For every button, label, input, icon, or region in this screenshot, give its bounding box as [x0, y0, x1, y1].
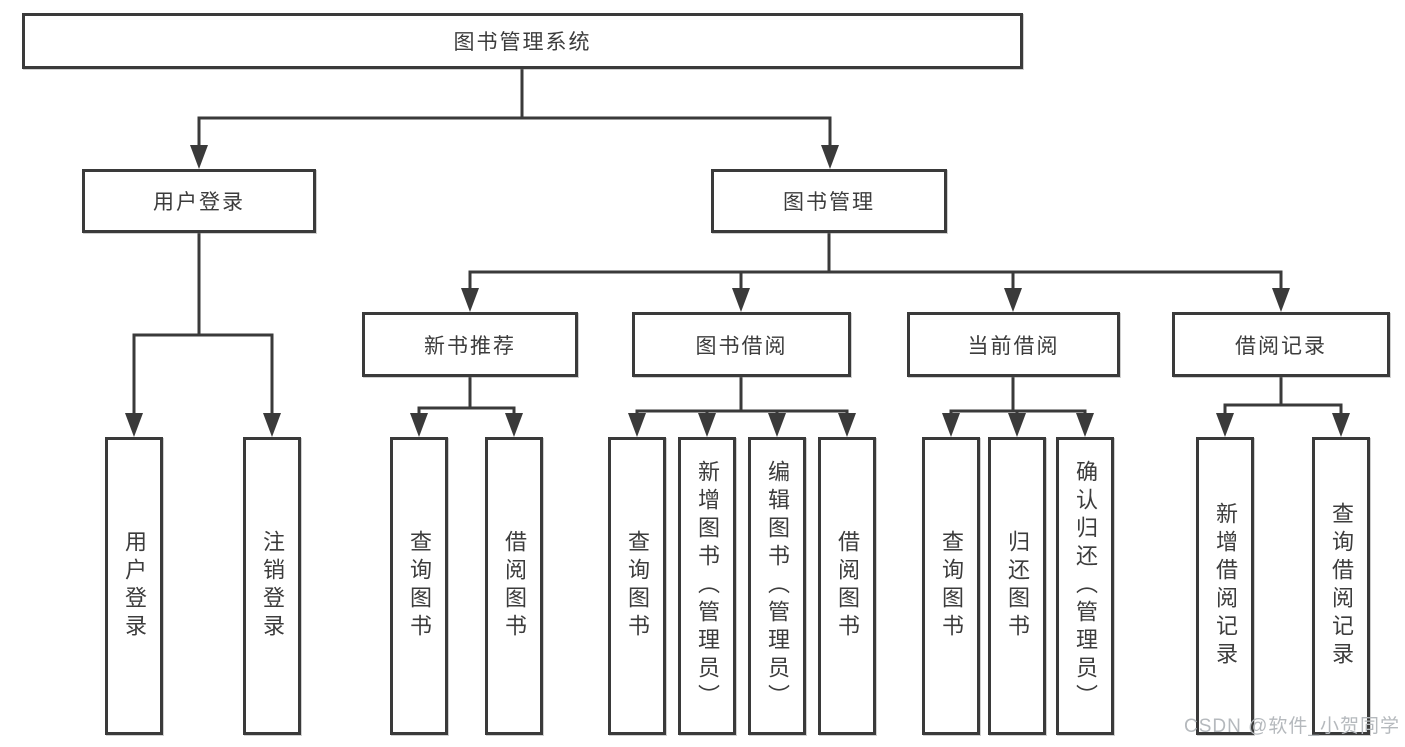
leaf-query-books-recommend: 查询图书	[390, 437, 448, 735]
leaf-return-books: 归还图书	[988, 437, 1046, 735]
leaf-add-books-admin: 新增图书（管理员）	[678, 437, 736, 735]
leaf-user-login: 用户登录	[105, 437, 163, 735]
node-borrow-records: 借阅记录	[1172, 312, 1390, 377]
leaf-edit-books-admin: 编辑图书（管理员）	[748, 437, 806, 735]
leaf-query-books-borrowing: 查询图书	[608, 437, 666, 735]
leaf-logout: 注销登录	[243, 437, 301, 735]
node-library-system: 图书管理系统	[22, 13, 1023, 69]
csdn-watermark: CSDN @软件_小贺同学	[1184, 716, 1400, 737]
leaf-query-borrow-record: 查询借阅记录	[1312, 437, 1370, 735]
leaf-confirm-return-admin: 确认归还（管理员）	[1056, 437, 1114, 735]
leaf-borrow-books-recommend: 借阅图书	[485, 437, 543, 735]
leaf-borrow-books: 借阅图书	[818, 437, 876, 735]
leaf-add-borrow-record: 新增借阅记录	[1196, 437, 1254, 735]
node-book-management: 图书管理	[711, 169, 947, 233]
node-new-book-recommend: 新书推荐	[362, 312, 578, 377]
leaf-query-books-current: 查询图书	[922, 437, 980, 735]
node-current-borrowing: 当前借阅	[907, 312, 1120, 377]
node-book-borrowing: 图书借阅	[632, 312, 851, 377]
node-user-login: 用户登录	[82, 169, 316, 233]
